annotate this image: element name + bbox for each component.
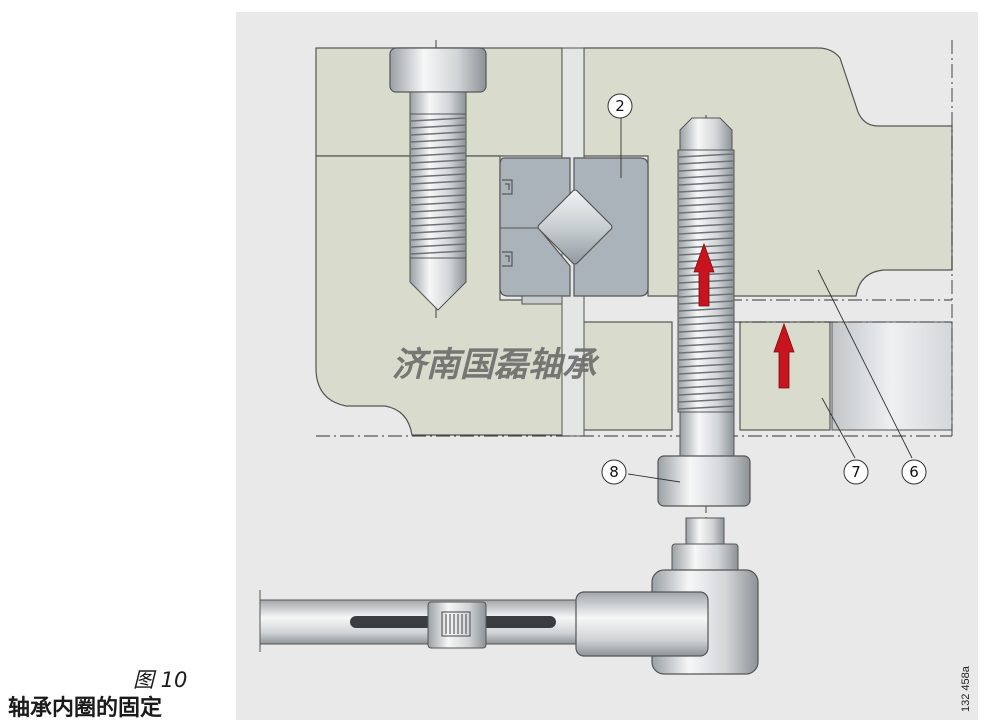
thread-line [410,201,466,206]
thread-line [678,405,734,410]
thread-line [410,194,466,199]
thread-line [678,153,734,158]
callout-7: 7 [843,459,869,485]
thread-line [410,187,466,192]
thread-line [678,384,734,389]
bearing-inner-ring [499,157,571,297]
thread-line [410,166,466,171]
thread-line [678,188,734,193]
callout-8-label: 8 [609,463,619,481]
bearing-spacer [521,295,563,305]
thread-line [410,215,466,220]
thread-line [678,244,734,249]
screw-head [389,47,487,93]
wrench-arm [575,591,709,657]
screw-thread-body [409,113,467,259]
thread-line [678,167,734,172]
callout-6-label: 6 [909,463,919,481]
thread-line [678,314,734,319]
thread-line [678,160,734,165]
drawing-code: 132 458a [960,666,972,712]
thread-line [678,398,734,403]
thread-line [678,356,734,361]
screw-tip [409,257,467,311]
callout-8: 8 [601,459,627,485]
thread-line [410,243,466,248]
thread-line [678,195,734,200]
callout-6: 6 [901,459,927,485]
thread-line [678,370,734,375]
thread-line [410,152,466,157]
thread-line [410,222,466,227]
lift-arrows [693,242,795,389]
bearing-seals [502,179,513,267]
thread-line [678,202,734,207]
thread-line [410,159,466,164]
thread-line [678,363,734,368]
thread-line [678,342,734,347]
thread-line [678,237,734,242]
screw-shank [409,91,467,115]
wrench-slider-grip [441,611,471,637]
thread-line [678,223,734,228]
screw-threads [410,117,466,255]
thread-line [678,174,734,179]
thread-line [678,181,734,186]
bearing [499,157,649,305]
thread-line [410,145,466,150]
housing-upper-right [583,47,953,297]
figure-number: 图 10 [133,668,188,692]
arrow-rod [693,242,715,307]
thread-line [410,208,466,213]
thread-line [678,335,734,340]
thread-line [678,391,734,396]
thread-line [410,138,466,143]
thread-line [678,209,734,214]
arrow-ring [773,322,795,389]
rod-threads [678,153,734,410]
thread-line [410,124,466,129]
housing-recess [831,321,953,431]
thread-line [410,229,466,234]
callout-7-label: 7 [851,463,861,481]
callout-2: 2 [607,93,633,119]
leader-lines [620,118,913,483]
figure-title: 轴承内圈的固定 [8,696,163,721]
thread-line [410,236,466,241]
thread-line [410,117,466,122]
thread-line [410,131,466,136]
thread-line [678,321,734,326]
thread-line [678,216,734,221]
thread-line [678,377,734,382]
callout-2-label: 2 [615,97,625,115]
socket-wrench [259,543,759,675]
fixing-screw [389,47,487,311]
bearing-roller [537,189,613,265]
rod-tip [679,117,733,151]
rod-collar-8 [657,455,751,507]
thread-line [410,173,466,178]
rod-square-drive [685,517,725,545]
wrench-slider [427,601,487,649]
thread-line [678,349,734,354]
watermark: 济南国磊轴承 [392,345,600,385]
thread-line [410,180,466,185]
thread-line [410,250,466,255]
housing-ring-left [581,321,673,431]
thread-line [678,307,734,312]
thread-line [678,230,734,235]
thread-line [678,328,734,333]
rod-shank [679,411,735,457]
